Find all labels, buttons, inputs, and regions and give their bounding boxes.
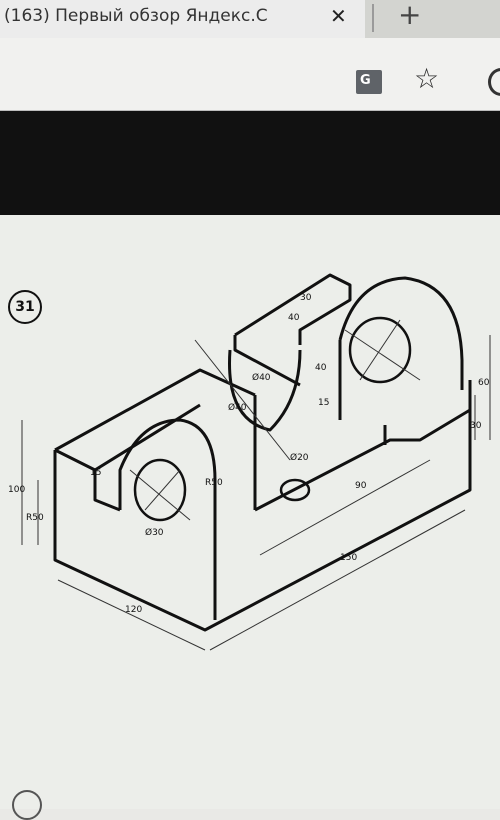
- page-header-band: [0, 111, 500, 215]
- dim-50: R50: [26, 513, 44, 523]
- close-tab-icon[interactable]: ✕: [330, 4, 347, 28]
- dim-120: 120: [125, 605, 142, 615]
- dim-r15: 15: [318, 398, 329, 408]
- star-icon[interactable]: ☆: [414, 62, 440, 95]
- dim-phi40-b: Ø40: [228, 402, 247, 413]
- dim-phi30: Ø30: [145, 527, 164, 538]
- browser-tab-bar: (163) Первый обзор Яндекс.С ✕ +: [0, 0, 500, 38]
- dim-90: 90: [355, 481, 367, 491]
- problem-number-badge: 31: [8, 290, 42, 324]
- dim-100: 100: [8, 485, 25, 495]
- dim-60: 60: [478, 378, 490, 388]
- tab-separator: [372, 4, 374, 32]
- page-content: [0, 215, 500, 809]
- dim-r50: R50: [205, 478, 223, 488]
- dim-phi40-a: Ø40: [252, 372, 271, 383]
- tab-title: (163) Первый обзор Яндекс.С: [4, 6, 268, 26]
- dim-15: 15: [90, 468, 101, 478]
- dimension-labels: 15 30 40 40 60 30 100 R50 120 150 90 R50…: [8, 293, 490, 615]
- browser-tab[interactable]: (163) Первый обзор Яндекс.С ✕: [0, 0, 365, 38]
- dim-phi20: Ø20: [290, 452, 309, 463]
- new-tab-icon[interactable]: +: [398, 0, 422, 31]
- next-problem-badge: [12, 790, 42, 820]
- dim-40-top: 40: [288, 313, 300, 323]
- dim-150: 150: [340, 553, 357, 563]
- isometric-part-drawing: 15 30 40 40 60 30 100 R50 120 150 90 R50…: [8, 273, 491, 651]
- menu-icon[interactable]: [488, 68, 500, 96]
- dim-30: 30: [300, 293, 312, 303]
- dim-30-right: 30: [470, 421, 482, 431]
- browser-toolbar: G ☆: [0, 38, 500, 111]
- translate-icon[interactable]: G: [356, 70, 382, 94]
- dim-40-side: 40: [315, 363, 327, 373]
